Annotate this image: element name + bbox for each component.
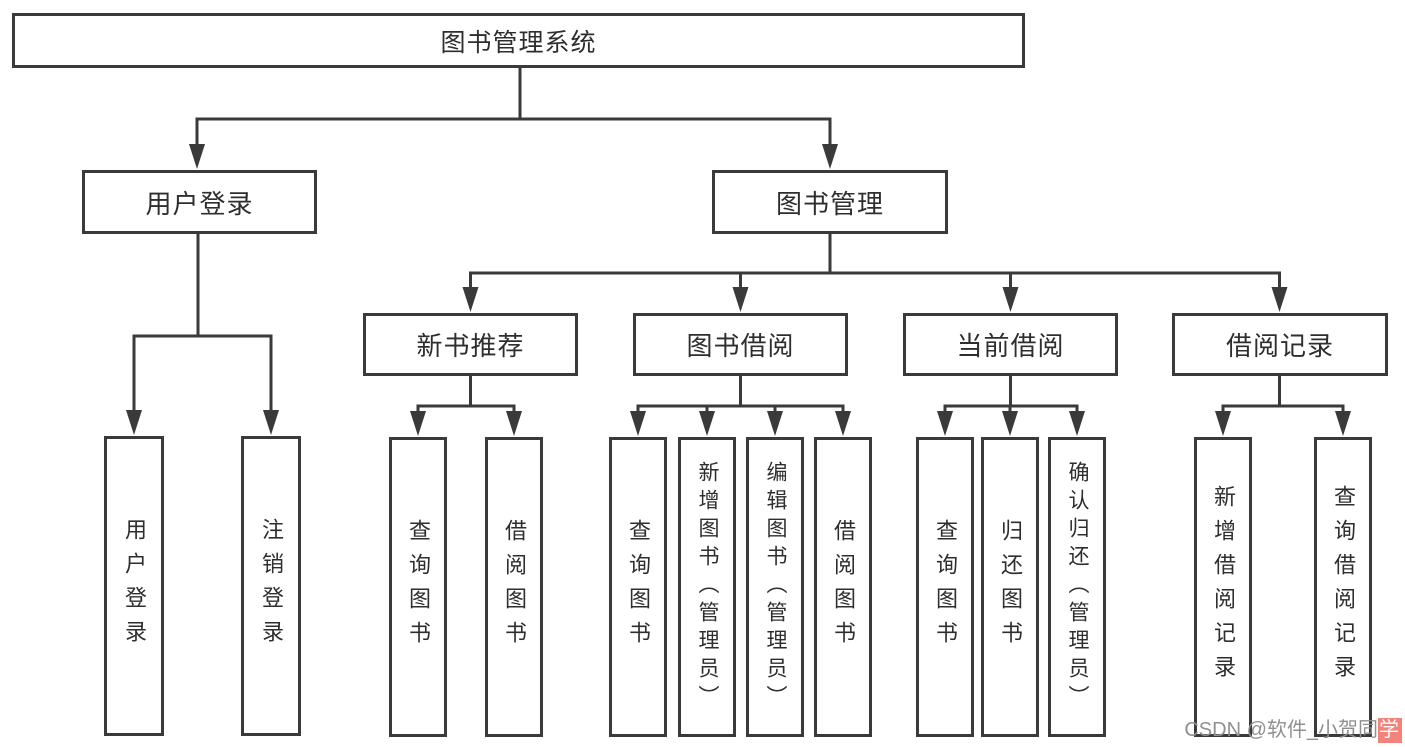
leaf-query-books-2: 查询图书 [609,437,667,737]
node-borrow-records: 借阅记录 [1172,313,1388,376]
leaf-query-books-1: 查询图书 [389,437,447,737]
node-new-book-recommend: 新书推荐 [363,313,578,376]
leaf-borrow-books-1: 借阅图书 [485,437,543,737]
node-user-login: 用户登录 [82,170,317,234]
node-book-borrow: 图书借阅 [633,313,848,376]
node-book-management: 图书管理 [712,170,948,234]
leaf-logout: 注销登录 [241,436,301,736]
csdn-watermark-text: CSDN @软件_小贺同 [1184,719,1378,741]
leaf-add-books-admin: 新增图书（管理员） [678,437,736,737]
leaf-return-books: 归还图书 [981,437,1039,737]
leaf-user-login: 用户登录 [104,436,164,736]
leaf-add-borrow-record: 新增借阅记录 [1194,437,1252,737]
node-current-borrow: 当前借阅 [903,313,1118,376]
node-library-management-system: 图书管理系统 [12,13,1025,68]
leaf-confirm-return-admin: 确认归还（管理员） [1048,437,1106,737]
leaf-query-books-3: 查询图书 [916,437,974,737]
csdn-watermark: CSDN @软件_小贺同学 [1184,717,1402,743]
leaf-borrow-books-2: 借阅图书 [814,437,872,737]
csdn-watermark-highlight: 学 [1378,718,1402,743]
leaf-query-borrow-record: 查询借阅记录 [1314,437,1372,737]
leaf-edit-books-admin: 编辑图书（管理员） [746,437,804,737]
